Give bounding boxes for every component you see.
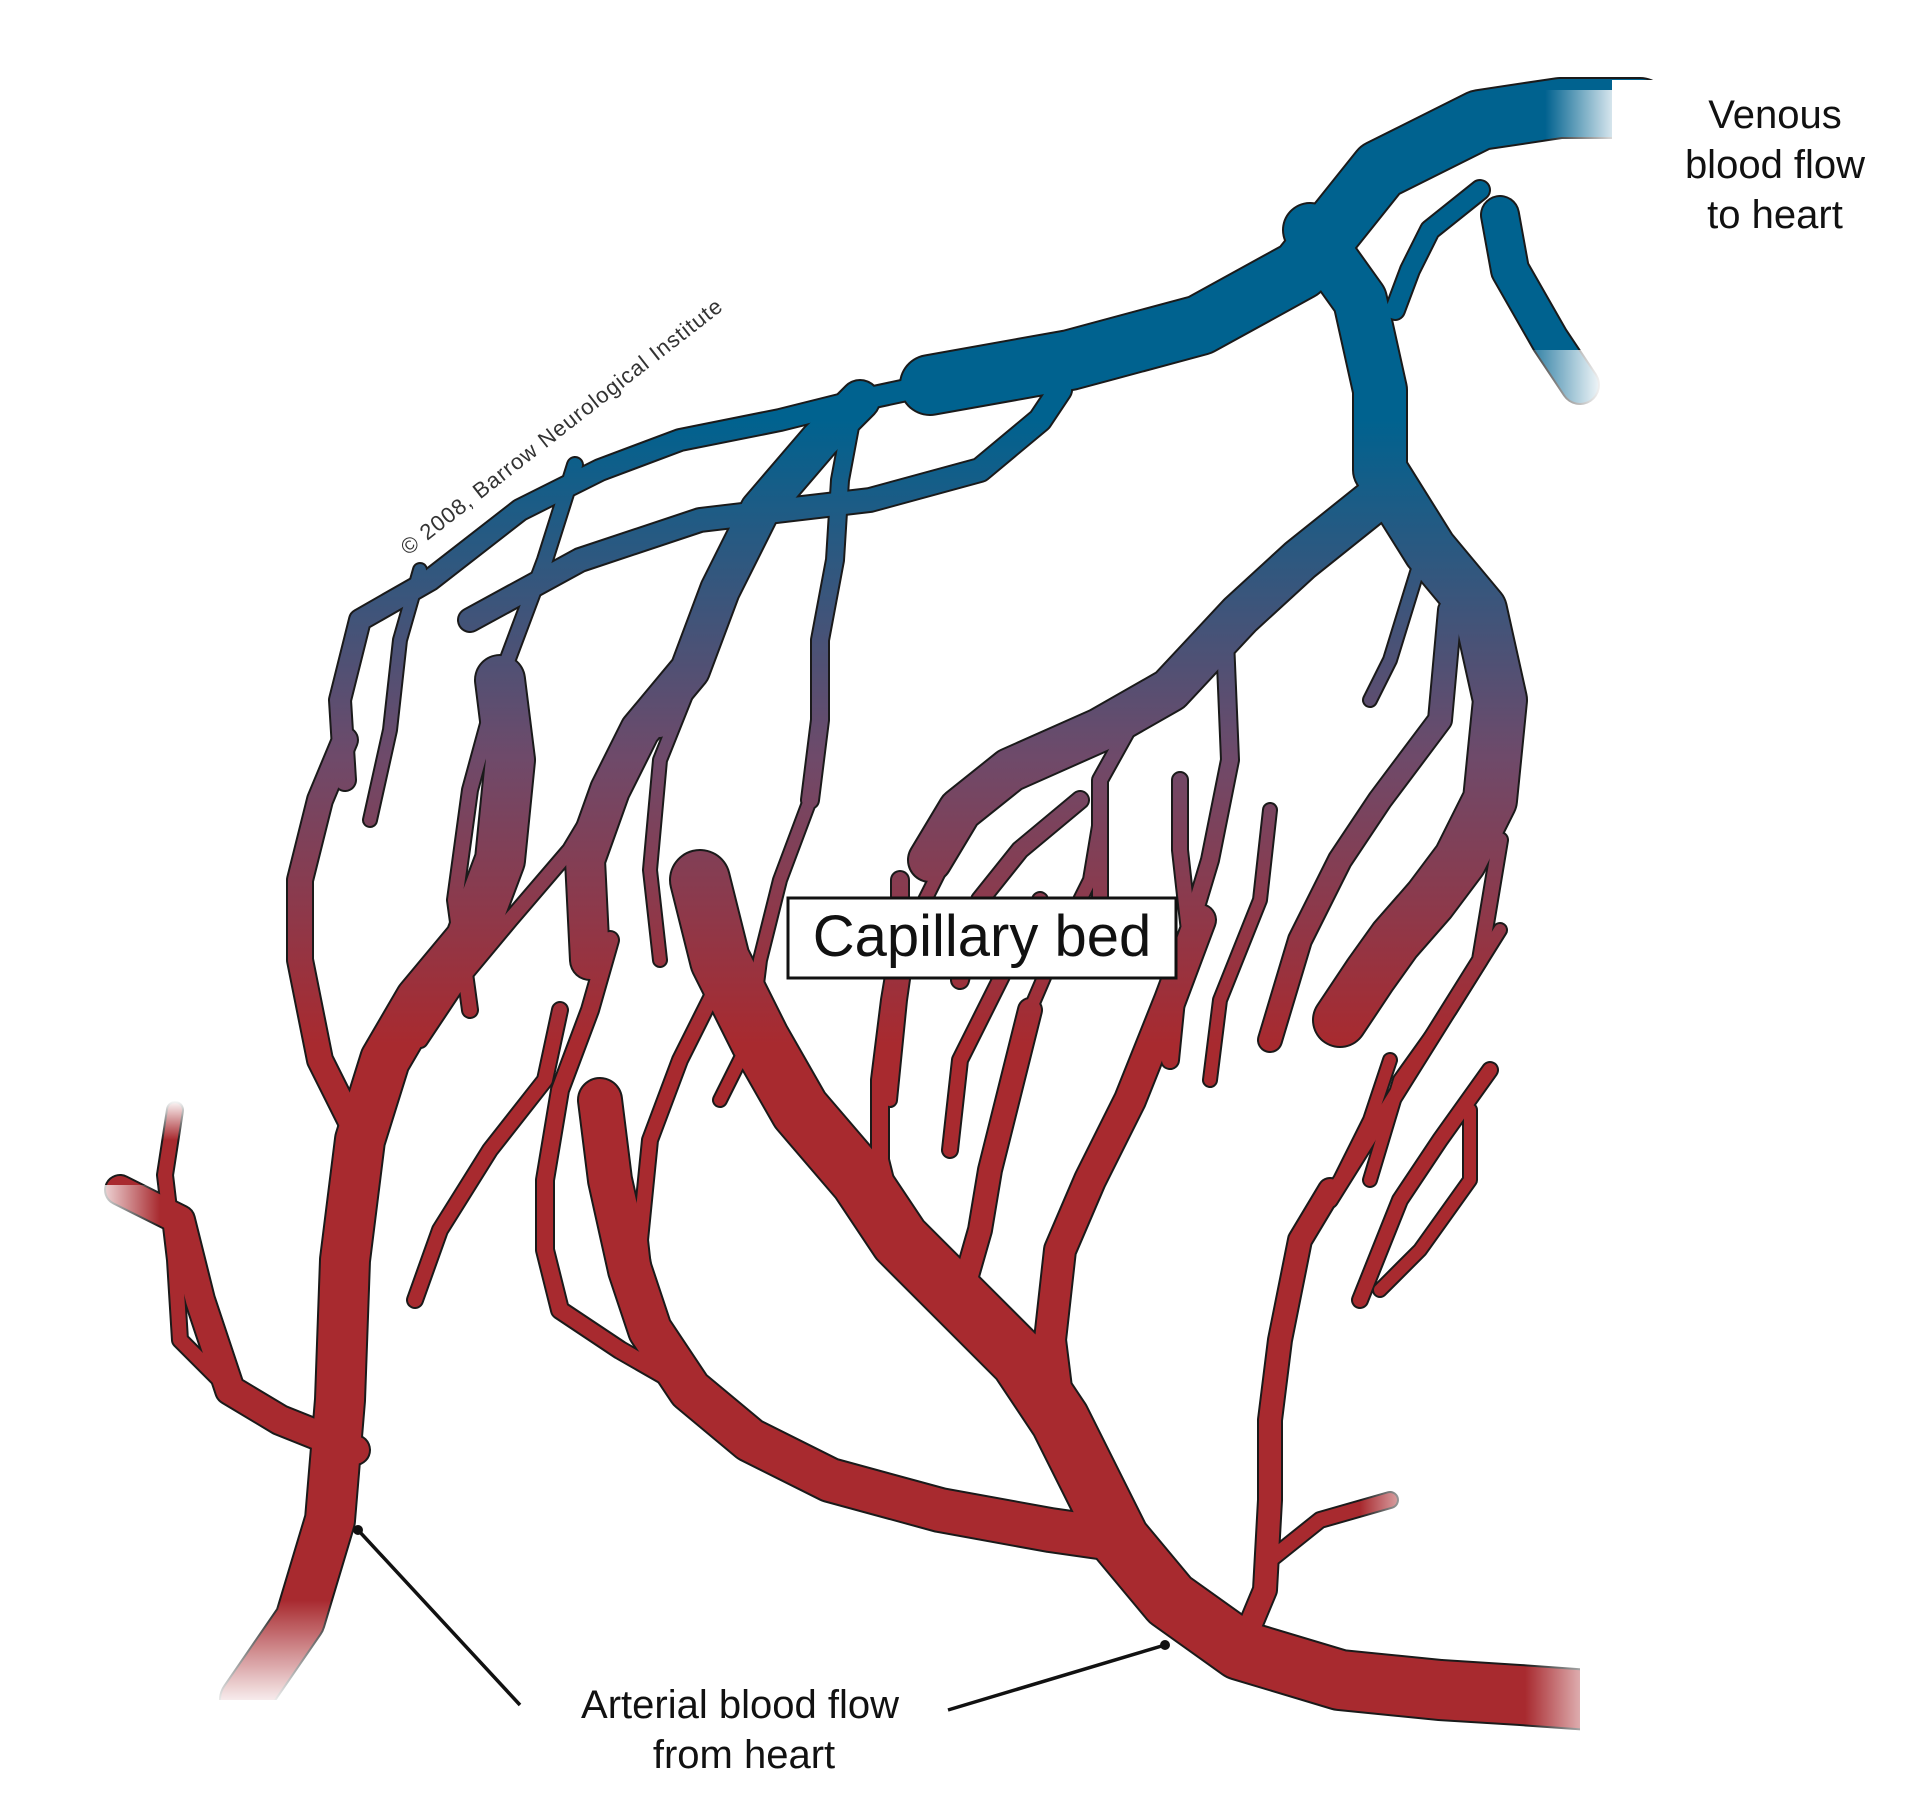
vessel-9 <box>802 392 863 808</box>
vessel-26 <box>221 656 534 1724</box>
venous-flow-label: Venous blood flow to heart <box>1685 93 1865 237</box>
arterial-pointer-dot-right <box>1160 1640 1170 1650</box>
vessel-13 <box>1259 599 1461 1051</box>
vessel-6 <box>459 379 1071 631</box>
vessel-30 <box>408 1003 567 1307</box>
vessel-35 <box>949 999 1041 1311</box>
arterial-pointer-dot-left <box>353 1525 363 1535</box>
vessel-25 <box>644 654 706 966</box>
venous-label-line-3: to heart <box>1707 193 1843 237</box>
vessel-40 <box>633 973 727 1337</box>
capillary-bed-text: Capillary bed <box>813 904 1152 969</box>
venous-label-line-2: blood flow <box>1685 143 1865 187</box>
vessel-29 <box>158 1103 237 1397</box>
arterial-label-line-2: from heart <box>653 1733 835 1777</box>
arterial-leader-lines <box>356 1528 1166 1712</box>
vessel-10 <box>653 513 757 737</box>
vessel-38 <box>693 873 867 1187</box>
vessel-39 <box>537 932 698 1398</box>
vessel-3 <box>1386 181 1489 319</box>
vessel-end-fades <box>90 80 1732 1790</box>
vessel-42 <box>1163 773 1197 1007</box>
vessel-19 <box>1353 1063 1497 1307</box>
vessel-43 <box>1294 1054 1396 1246</box>
vessel-31 <box>413 793 607 1047</box>
vessel-18 <box>1364 924 1506 1186</box>
vessel-16 <box>1204 804 1276 1086</box>
vessel-33 <box>579 1079 1141 1561</box>
vessel-4 <box>909 479 1396 881</box>
vessel-1 <box>1284 204 1526 1046</box>
capillary-bed-box <box>786 896 1178 980</box>
vessel-5 <box>1364 524 1436 706</box>
arterial-label-line-1: Arterial blood flow <box>581 1683 899 1727</box>
vessel-12 <box>364 564 426 826</box>
venous-label-line-1: Venous <box>1708 93 1841 137</box>
capillary-bed-label: Capillary bed <box>786 896 1178 980</box>
vessel-27 <box>288 728 372 1152</box>
arterial-flow-label: Arterial blood flow from heart <box>581 1683 899 1777</box>
vessel-20 <box>1374 1104 1476 1296</box>
